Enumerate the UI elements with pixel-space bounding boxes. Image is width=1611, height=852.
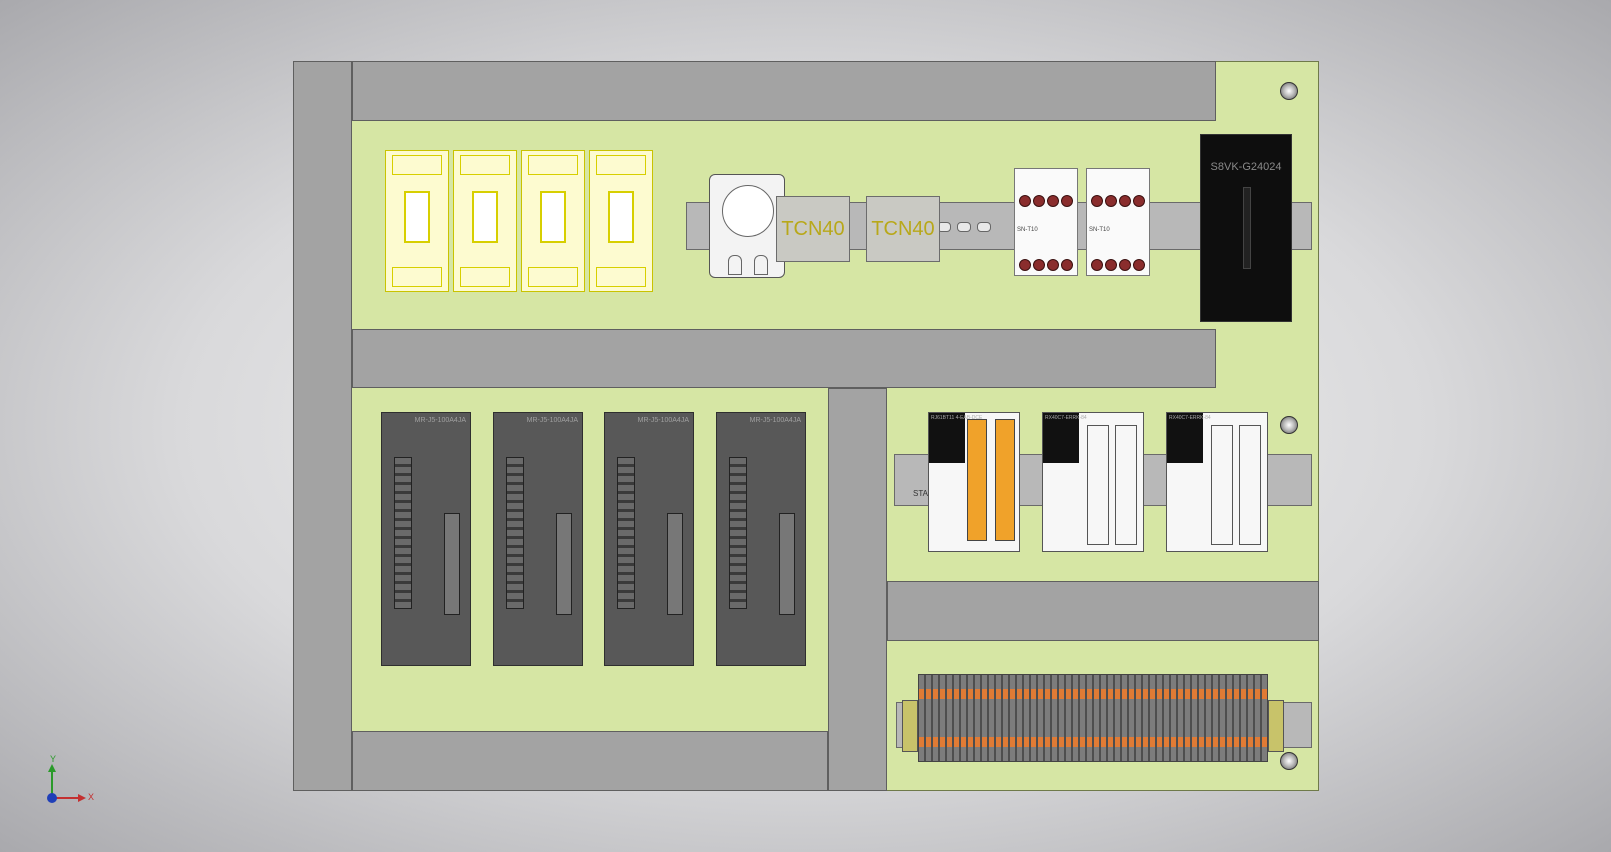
fuse-holder[interactable] [709,174,785,278]
mounting-screw-icon [1280,416,1298,434]
wire-duct-bottom-left[interactable] [352,731,828,791]
axis-y-label: Y [50,754,57,764]
temperature-controller[interactable]: TCN40 [866,196,940,262]
end-stopper[interactable] [1268,700,1284,752]
circuit-breaker-group[interactable] [385,150,655,294]
power-supply[interactable]: S8VK-G24024 [1200,134,1292,322]
end-stopper[interactable] [902,700,918,752]
wire-duct-center-vertical[interactable] [828,388,887,791]
circuit-breaker[interactable] [589,150,653,292]
temperature-controller[interactable]: TCN40 [776,196,850,262]
servo-amplifier[interactable]: MR-J5-100A4JA [604,412,694,666]
terminal-block-strip[interactable] [918,674,1268,762]
wire-duct-left[interactable] [293,61,352,791]
wire-duct-middle[interactable] [352,329,1216,388]
plc-module-label: RJ61BT11 4-EAB-DCE [931,415,983,421]
plc-module-label: RX40C7-ERRK-84 [1045,415,1087,421]
wire-duct-right[interactable] [887,581,1319,641]
servo-amplifier[interactable]: MR-J5-100A4JA [716,412,806,666]
plc-io-module[interactable]: RX40C7-ERRK-84 [1166,412,1268,552]
circuit-breaker[interactable] [453,150,517,292]
axis-x-label: X [88,792,95,802]
servo-model-label: MR-J5-100A4JA [414,417,466,424]
plc-cpu-module[interactable]: RJ61BT11 4-EAB-DCE [928,412,1020,552]
circuit-breaker[interactable] [521,150,585,292]
din-rail-marking: STA [913,489,928,498]
servo-model-label: MR-J5-100A4JA [637,417,689,424]
mounting-screw-icon [1280,752,1298,770]
servo-amplifier[interactable]: MR-J5-100A4JA [493,412,583,666]
plc-io-module[interactable]: RX40C7-ERRK-84 [1042,412,1144,552]
servo-model-label: MR-J5-100A4JA [526,417,578,424]
mounting-screw-icon [1280,82,1298,100]
magnetic-contactor[interactable]: SN-T10 [1014,168,1078,276]
contactor-tag: SN-T10 [1089,227,1110,233]
contactor-tag: SN-T10 [1017,227,1038,233]
servo-model-label: MR-J5-100A4JA [749,417,801,424]
plc-module-label: RX40C7-ERRK-84 [1169,415,1211,421]
psu-label: S8VK-G24024 [1210,161,1282,173]
circuit-breaker[interactable] [385,150,449,292]
magnetic-contactor[interactable]: SN-T10 [1086,168,1150,276]
wire-duct-top[interactable] [352,61,1216,121]
axis-triad: Y X [40,754,100,810]
axis-triad-icon [47,764,86,803]
servo-amplifier[interactable]: MR-J5-100A4JA [381,412,471,666]
